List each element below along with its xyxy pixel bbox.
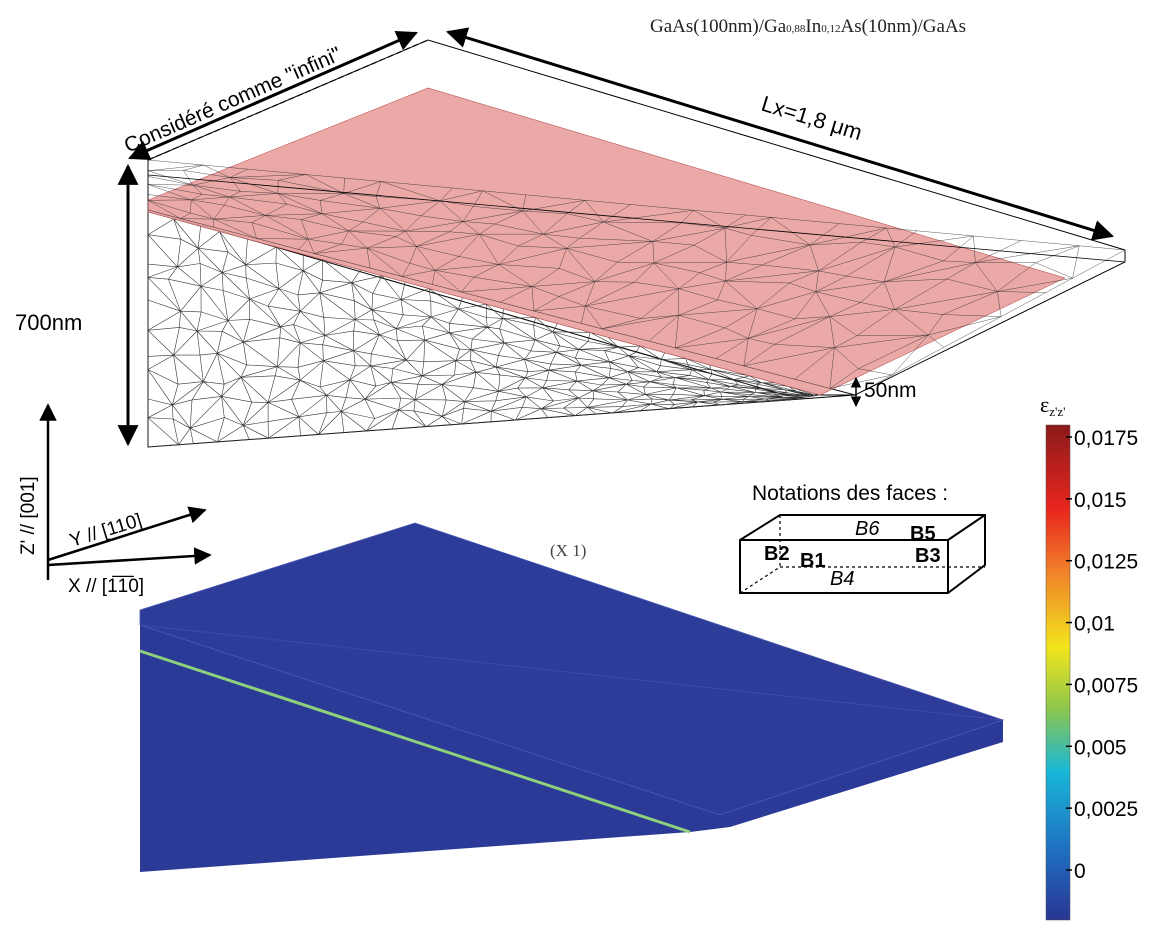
structure-title: GaAs(100nm)/Ga0,88In0,12As(10nm)/GaAs	[650, 16, 966, 37]
face-label-b1: B1	[800, 550, 826, 572]
colorbar-ticks: 0,0175 0,015 0,0125 0,01 0,0075 0,005 0,0025 0	[1066, 427, 1138, 883]
colorbar-tick-label: 0,015	[1074, 489, 1127, 512]
face-label-b5: B5	[910, 523, 936, 545]
face-notation-title: Notations des faces :	[752, 482, 948, 505]
strain-result: (X 1)	[139, 522, 1005, 872]
colorbar-tick-label: 0,01	[1074, 613, 1115, 636]
y-axis-label: Y // [110]	[67, 510, 144, 552]
colorbar: εz'z' 0,01750,0150,01250,010,00750,0050,…	[1040, 392, 1138, 921]
face-box-hidden-edge	[739, 566, 781, 594]
y-axis	[47, 506, 207, 562]
face-box-edge	[947, 514, 986, 541]
colorbar-tick-label: 0,0075	[1074, 674, 1138, 697]
colorbar-tick-label: 0,0125	[1074, 551, 1138, 574]
colorbar-tick-label: 0	[1074, 860, 1086, 883]
z-axis-label: Z' // [001]	[18, 476, 39, 555]
face-label-b3: B3	[915, 545, 941, 567]
infinite-arrow	[128, 30, 418, 161]
x-axis	[47, 547, 212, 567]
strain-layer-edge	[139, 624, 1004, 721]
thickness-label: 50nm	[864, 379, 917, 402]
face-label-b2: B2	[764, 543, 790, 565]
face-label-b6: B6	[855, 518, 880, 540]
colorbar-tick-label: 0,0025	[1074, 798, 1138, 821]
colorbar-title: εz'z'	[1040, 392, 1065, 419]
face-notation: Notations des faces : B1 B2 B3 B4 B5 B6	[739, 482, 986, 594]
lx-arrow	[445, 27, 1115, 241]
height-label: 700nm	[15, 310, 82, 335]
colorbar-tick-label: 0,005	[1074, 736, 1127, 759]
mesh-model	[147, 39, 1126, 448]
colorbar-tick-label: 0,0175	[1074, 427, 1138, 450]
strain-ingaas-line	[139, 649, 691, 834]
colorbar-gradient	[1045, 424, 1071, 921]
face-label-b4: B4	[830, 568, 854, 590]
x-axis-label: X // [1̅1̅0]	[68, 576, 144, 597]
strain-top-face	[139, 522, 1005, 816]
scale-factor-label: (X 1)	[550, 541, 586, 560]
lx-label: Lx=1,8 μm	[759, 91, 866, 145]
